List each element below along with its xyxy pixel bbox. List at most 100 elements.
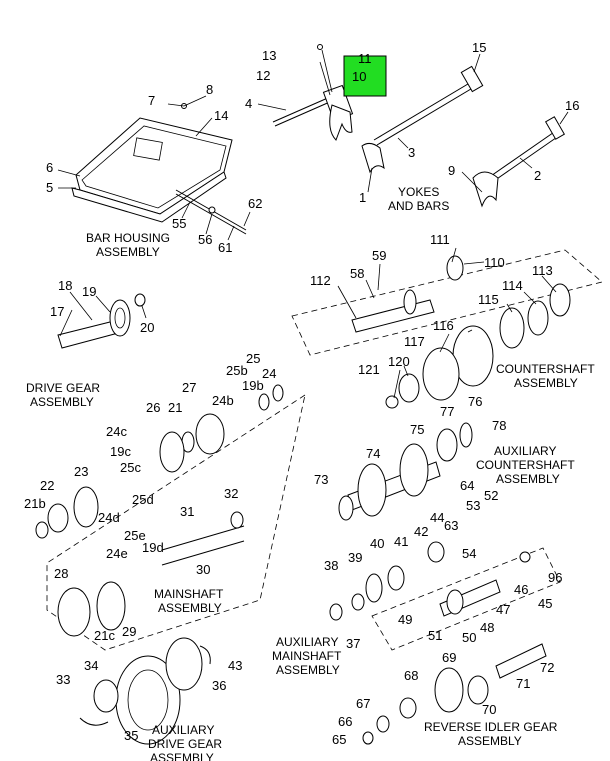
caption-aux-countershaft-2: COUNTERSHAFT	[476, 458, 575, 472]
callout-117: 117	[404, 334, 425, 349]
callout-24-a: 24	[262, 366, 276, 381]
aux-mainshaft-drawing	[329, 541, 561, 651]
callout-52: 52	[484, 488, 498, 503]
callout-31: 31	[180, 504, 194, 519]
assembly-captions: YOKES AND BARS BAR HOUSING ASSEMBLY DRIV…	[26, 185, 595, 761]
callout-41: 41	[394, 534, 408, 549]
callout-110: 110	[484, 255, 505, 270]
caption-bar-housing-1: BAR HOUSING	[86, 231, 170, 245]
callout-54: 54	[462, 546, 476, 561]
callout-19: 19	[82, 284, 96, 299]
callout-50: 50	[462, 630, 476, 645]
callout-75: 75	[410, 422, 424, 437]
caption-aux-mainshaft-2: MAINSHAFT	[272, 649, 342, 663]
callout-8: 8	[206, 82, 213, 97]
callout-7: 7	[148, 93, 155, 108]
callout-78: 78	[492, 418, 506, 433]
callout-48: 48	[480, 620, 494, 635]
highlight-box	[343, 55, 387, 97]
callout-35: 35	[124, 728, 138, 743]
callout-115: 115	[478, 292, 499, 307]
callout-25-c: 25c	[120, 460, 141, 475]
callout-25-d: 25d	[132, 492, 154, 507]
caption-reverse-idler-1: REVERSE IDLER GEAR	[424, 720, 558, 734]
callout-30: 30	[196, 562, 210, 577]
caption-countershaft-1: COUNTERSHAFT	[496, 362, 595, 376]
callout-43: 43	[228, 658, 242, 673]
caption-aux-mainshaft-1: AUXILIARY	[276, 635, 338, 649]
callout-65: 65	[332, 732, 346, 747]
callout-114: 114	[502, 278, 523, 293]
callout-74: 74	[366, 446, 380, 461]
callout-25-b: 25b	[226, 363, 248, 378]
caption-bar-housing-2: ASSEMBLY	[96, 245, 160, 259]
callout-68: 68	[404, 668, 418, 683]
callout-19-d: 19d	[142, 540, 164, 555]
callout-2: 2	[534, 168, 541, 183]
callout-9: 9	[448, 163, 455, 178]
callout-47: 47	[496, 602, 510, 617]
callout-37: 37	[346, 636, 360, 651]
callout-39: 39	[348, 550, 362, 565]
callout-76: 76	[468, 394, 482, 409]
callout-21-c: 21c	[94, 628, 115, 643]
callout-55: 55	[172, 216, 186, 231]
caption-reverse-idler-2: ASSEMBLY	[458, 734, 522, 748]
aux-countershaft-drawing	[338, 422, 473, 521]
callout-112: 112	[310, 273, 331, 288]
callout-42: 42	[414, 524, 428, 539]
shift-bar-group	[272, 44, 566, 208]
caption-aux-drive-gear-1: AUXILIARY	[152, 723, 214, 737]
callout-labels: 13 11 12 15 8 7 4 14 16 6 5 3 9 1 2 55 6…	[24, 40, 579, 747]
callout-28: 28	[54, 566, 68, 581]
callout-17: 17	[50, 304, 64, 319]
callout-24-c: 24c	[106, 424, 127, 439]
callout-66: 66	[338, 714, 352, 729]
callout-25-e: 25e	[124, 528, 146, 543]
callout-22: 22	[40, 478, 54, 493]
callout-24-b: 24b	[212, 393, 234, 408]
callout-11: 11	[358, 51, 372, 66]
callout-26: 26	[146, 400, 160, 415]
callout-4: 4	[245, 96, 252, 111]
caption-aux-countershaft-1: AUXILIARY	[494, 444, 556, 458]
callout-21-b: 21b	[24, 496, 46, 511]
callout-12: 12	[256, 68, 270, 83]
callout-120: 120	[388, 354, 410, 369]
callout-63: 63	[444, 518, 458, 533]
callout-19-b: 19c	[110, 444, 131, 459]
callout-38: 38	[324, 558, 338, 573]
callout-69: 69	[442, 650, 456, 665]
callout-20: 20	[140, 320, 154, 335]
callout-96: 96	[548, 570, 562, 585]
callout-53: 53	[466, 498, 480, 513]
caption-aux-drive-gear-2: DRIVE GEAR	[148, 737, 222, 751]
caption-aux-drive-gear-3: ASSEMBLY	[150, 751, 214, 761]
callout-116: 116	[433, 318, 454, 333]
countershaft-drawing	[291, 249, 603, 409]
callout-121: 121	[358, 362, 380, 377]
callout-44: 44	[430, 510, 444, 525]
reverse-idler-drawing	[362, 643, 547, 745]
callout-24-e: 24e	[106, 546, 128, 561]
caption-aux-countershaft-3: ASSEMBLY	[496, 472, 560, 486]
callout-64: 64	[460, 478, 474, 493]
callout-62: 62	[248, 196, 262, 211]
callout-77: 77	[440, 404, 454, 419]
callout-36: 36	[212, 678, 226, 693]
callout-58: 58	[350, 266, 364, 281]
caption-countershaft-2: ASSEMBLY	[514, 376, 578, 390]
callout-16: 16	[565, 98, 579, 113]
callout-67: 67	[356, 696, 370, 711]
mainshaft-drawing	[35, 384, 306, 651]
callout-40: 40	[370, 536, 384, 551]
callout-29: 29	[122, 624, 136, 639]
callout-3: 3	[408, 145, 415, 160]
callout-46: 46	[514, 582, 528, 597]
callout-56: 56	[198, 232, 212, 247]
callout-19-a: 19b	[242, 378, 264, 393]
aux-drive-gear-drawing	[79, 637, 211, 745]
caption-yokes-bars-1: YOKES	[398, 185, 439, 199]
